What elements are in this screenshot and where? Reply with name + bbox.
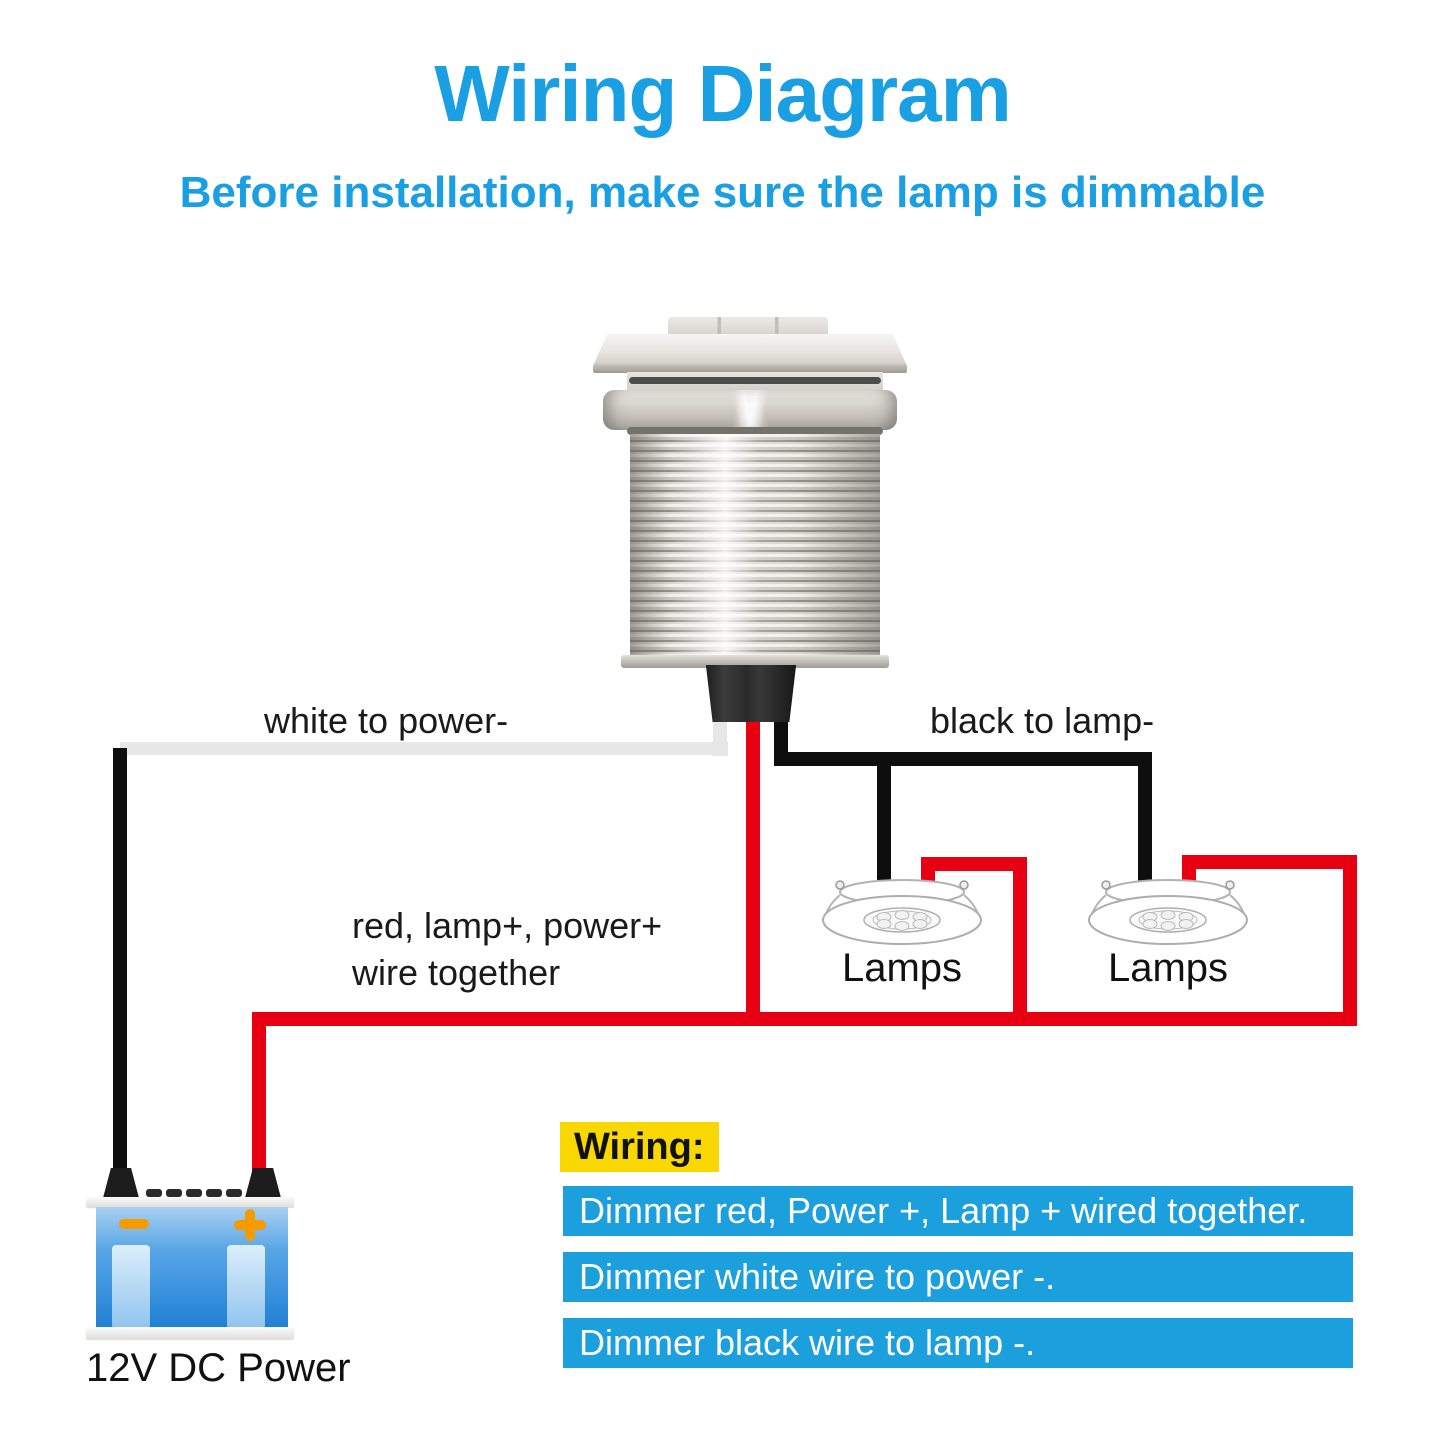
lamp-1	[820, 870, 984, 946]
lamp-2	[1086, 870, 1250, 946]
battery-positive-terminal	[245, 1168, 281, 1198]
wiring-note: Dimmer black wire to lamp -.	[563, 1318, 1353, 1368]
wiring-note: Dimmer red, Power +, Lamp + wired togeth…	[563, 1186, 1353, 1236]
battery-top-plate	[86, 1197, 294, 1207]
red-lamp1-leg	[1013, 857, 1027, 1026]
red-battery-leg	[252, 1012, 266, 1180]
switch-bottom-flange	[621, 655, 889, 668]
battery-minus-symbol	[119, 1219, 149, 1229]
red-wire-label: red, lamp+, power+ wire together	[352, 903, 662, 997]
switch-lower-ring	[627, 427, 883, 435]
battery-cell-window	[227, 1245, 265, 1329]
switch-top-tab	[668, 317, 828, 337]
black-lamp2-drop	[1138, 752, 1152, 888]
red-lamp2-horizontal	[1182, 855, 1357, 869]
red-wire-label-line1: red, lamp+, power+	[352, 905, 663, 946]
red-lamp2-leg	[1343, 855, 1357, 1026]
battery-plus-symbol	[234, 1209, 266, 1241]
switch-threaded-body	[630, 434, 880, 658]
battery-vent-cap	[206, 1189, 222, 1197]
black-power-wire-vertical	[113, 748, 127, 1180]
red-wire-label-line2: wire together	[352, 951, 561, 993]
battery-vent-cap	[226, 1189, 242, 1197]
red-positive-bus	[252, 1012, 1357, 1026]
battery-vent-cap	[146, 1189, 162, 1197]
battery-bottom-plate	[86, 1327, 294, 1339]
switch-cap	[593, 334, 907, 366]
white-wire-label: white to power-	[264, 700, 509, 741]
lamp-1-label: Lamps	[841, 946, 963, 990]
recessed-lamp-icon	[1088, 879, 1248, 945]
red-lamp1-horizontal	[921, 857, 1027, 871]
battery-negative-terminal	[103, 1168, 139, 1198]
black-lamp1-drop	[877, 752, 891, 888]
black-wire-label: black to lamp-	[930, 700, 1155, 741]
switch-wire-connector	[705, 665, 797, 722]
recessed-lamp-icon	[822, 879, 982, 945]
switch-cap-lip	[593, 364, 907, 373]
battery-label: 12V DC Power	[86, 1346, 351, 1390]
white-wire-horizontal	[120, 742, 728, 755]
switch-o-ring	[629, 377, 881, 384]
wiring-notes-list: Dimmer red, Power +, Lamp + wired togeth…	[563, 1186, 1353, 1384]
lamp-2-label: Lamps	[1107, 946, 1229, 990]
battery-cell-window	[112, 1245, 150, 1329]
wiring-note: Dimmer white wire to power -.	[563, 1252, 1353, 1302]
black-lamp-wire-horizontal	[774, 752, 1152, 766]
page-subtitle: Before installation, make sure the lamp …	[179, 168, 1266, 217]
wiring-heading: Wiring:	[560, 1122, 719, 1172]
red-dimmer-wire-vertical	[746, 716, 760, 1026]
battery-vent-cap	[166, 1189, 182, 1197]
page-title: Wiring Diagram	[434, 49, 1011, 138]
battery-vent-cap	[186, 1189, 202, 1197]
switch-hex-nut	[603, 390, 897, 430]
